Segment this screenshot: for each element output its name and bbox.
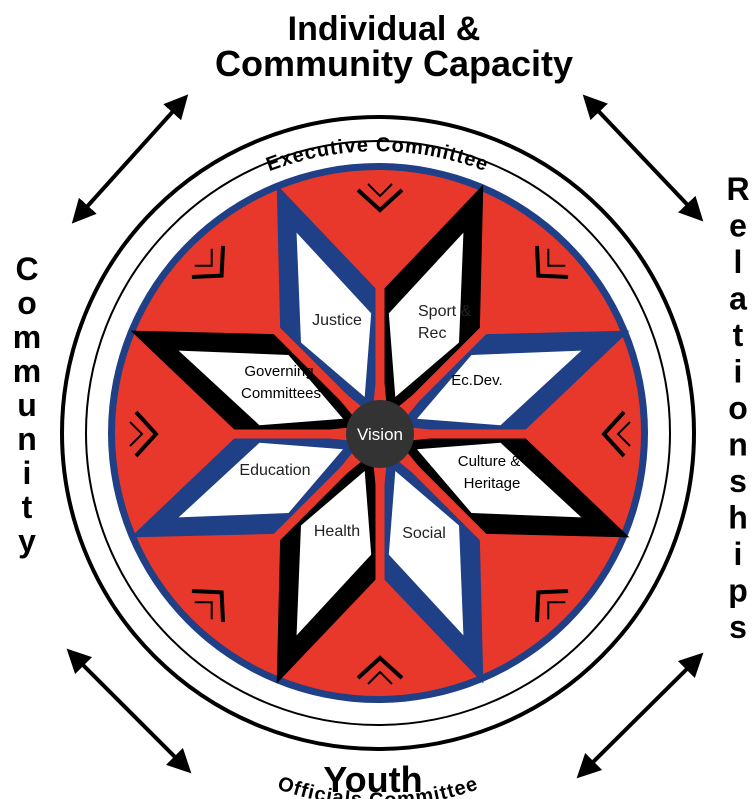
youth-label: Youth — [323, 759, 422, 799]
side-letter: p — [728, 573, 748, 609]
side-letter: m — [13, 353, 41, 389]
vision-center — [346, 400, 414, 468]
side-letter: o — [17, 285, 37, 321]
sport-rec-label-2: Rec — [418, 325, 446, 342]
petal-fill-ec-dev — [416, 350, 582, 426]
side-letter: n — [728, 427, 748, 463]
petal-fill-health — [296, 470, 372, 636]
chevron — [191, 245, 226, 280]
chevron — [601, 410, 631, 458]
side-letter: i — [23, 455, 32, 491]
side-letter: t — [22, 489, 33, 525]
education-label: Education — [239, 462, 310, 479]
culture-heritage-label-1: Culture & — [458, 453, 521, 470]
title-line-1: Individual & — [288, 10, 481, 48]
chevron — [129, 410, 159, 458]
chevron — [191, 588, 226, 623]
side-letter: i — [734, 354, 743, 390]
side-letter: m — [13, 319, 41, 355]
side-letter: i — [734, 536, 743, 572]
arrow-bottom-right — [576, 652, 704, 779]
vision-label: Vision — [357, 425, 403, 444]
chevron-marks — [129, 183, 631, 685]
petal-fill-culture-heritage — [416, 442, 582, 518]
petal-fill-social — [388, 470, 464, 636]
side-letter: o — [728, 390, 748, 426]
petal-fill-education — [178, 442, 344, 518]
petal-fill-governing-committees — [178, 350, 344, 426]
arrow-top-left — [71, 94, 189, 224]
ec-dev-label: Ec.Dev. — [451, 372, 502, 389]
outer-ring — [60, 115, 696, 751]
justice-label: Justice — [312, 312, 362, 329]
chevron — [534, 245, 569, 280]
arrow-bottom-left — [66, 648, 192, 774]
chevron — [356, 183, 404, 213]
side-letter: R — [726, 171, 749, 207]
chevron — [356, 655, 404, 685]
petal-fill-sport-rec — [388, 232, 464, 398]
chevron — [534, 588, 569, 623]
inner-ring-line — [85, 140, 671, 726]
arrow-top-right — [582, 94, 704, 222]
side-letter: h — [728, 500, 748, 536]
side-letter: y — [18, 523, 36, 559]
social-label: Social — [402, 525, 446, 542]
side-letter: n — [17, 421, 37, 457]
governing-committees-label-1: Governing — [244, 363, 313, 380]
community-label: Community — [13, 251, 41, 559]
side-letter: l — [734, 244, 743, 280]
health-label: Health — [314, 523, 360, 540]
side-letter: u — [17, 387, 37, 423]
side-letter: s — [729, 463, 747, 499]
sport-rec-label-1: Sport & — [418, 303, 472, 320]
side-letter: C — [15, 251, 38, 287]
culture-heritage-label-2: Heritage — [464, 475, 521, 492]
petal-fill-justice — [296, 232, 372, 398]
side-letter: t — [733, 317, 744, 353]
side-letter: a — [729, 281, 747, 317]
title-line-2: Community Capacity — [215, 43, 573, 84]
side-letter: s — [729, 609, 747, 645]
side-letter: e — [729, 208, 747, 244]
governing-committees-label-2: Committees — [241, 385, 321, 402]
